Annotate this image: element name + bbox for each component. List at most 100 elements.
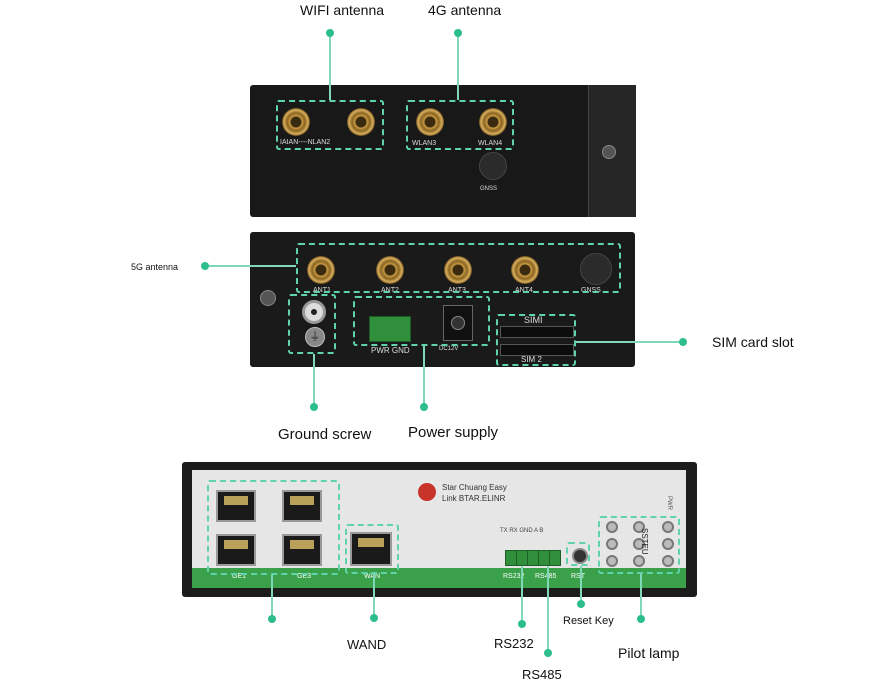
reset-key-label: Reset Key	[563, 615, 614, 627]
dc12v-label: DC12V	[439, 346, 459, 352]
power-supply-highlight	[353, 296, 490, 346]
rst-label: RST	[571, 573, 585, 580]
rs485-leader	[547, 566, 549, 652]
ground-screw-highlight	[288, 294, 336, 354]
ground-screw-dot	[310, 403, 318, 411]
rs232-label: RS232	[494, 636, 534, 651]
wifi-antenna-label: WIFI antenna	[300, 2, 385, 18]
wand-leader	[373, 574, 375, 618]
ground-symbol-icon: ⏚	[305, 327, 325, 347]
wan-port	[350, 532, 392, 566]
pwr-gnd-label: PWR GND	[371, 346, 410, 355]
pilot-lamp-dot	[637, 615, 645, 623]
pilot-lamp-label: Pilot lamp	[618, 645, 680, 661]
5g-antenna-leader	[208, 265, 296, 267]
sim2-slot	[500, 344, 574, 356]
led-6	[633, 555, 645, 567]
sim-card-label: SIM card slot	[712, 334, 794, 350]
led-8	[662, 538, 674, 550]
gnss-middle-label: GNSS	[581, 287, 601, 294]
ant1-label: ANT1	[313, 287, 331, 294]
led-3	[606, 555, 618, 567]
ge-port-4	[282, 534, 322, 566]
ant4-connector	[511, 256, 539, 284]
wlan3-label: WLAN3	[412, 140, 437, 147]
device-top-panel	[250, 85, 636, 217]
ground-jack-hole	[311, 309, 317, 315]
pwr-led-label: PWR	[666, 496, 672, 510]
gnss-top-label: GNSS	[480, 186, 498, 192]
reset-key-leader	[580, 566, 582, 604]
gnss-middle-connector	[580, 253, 612, 285]
rs232-port-label: RS232	[503, 573, 525, 580]
reset-button[interactable]	[572, 548, 588, 564]
ground-screw-leader	[313, 354, 315, 406]
ge1-label: GE1	[232, 573, 247, 580]
wan-port-highlight	[345, 524, 399, 574]
power-supply-label: Power supply	[408, 424, 499, 441]
power-supply-dot	[420, 403, 428, 411]
brand-line-2: Link BTAR.ELINR	[442, 494, 506, 503]
ge-port-2	[216, 534, 256, 566]
brand-logo-icon	[418, 483, 436, 501]
wlan12-label: IAIAN----NLAN2	[280, 139, 331, 146]
rs485-port-label: RS485	[535, 573, 557, 580]
4g-antenna-label: 4G antenna	[428, 2, 502, 18]
reset-key-highlight	[566, 542, 590, 566]
sim1-slot	[500, 326, 574, 338]
wand-dot	[370, 614, 378, 622]
ant2-connector	[376, 256, 404, 284]
sim1-label: SIMI	[524, 315, 543, 325]
led-4	[633, 521, 645, 533]
middle-left-screw	[260, 290, 276, 306]
wlan4-label: WLAN4	[478, 140, 503, 147]
rs485-terminal-2	[549, 550, 561, 566]
ant2-label: ANT2	[381, 287, 399, 294]
4g-antenna-leader	[457, 33, 459, 100]
ge3-label: GE3	[297, 573, 312, 580]
reset-key-dot	[577, 600, 585, 608]
pilot-lamp-leader	[640, 574, 642, 618]
ant1-connector	[307, 256, 335, 284]
device-front-faceplate	[192, 470, 686, 570]
5g-antenna-dot	[201, 262, 209, 270]
ge-ports-dot	[268, 615, 276, 623]
power-supply-leader	[423, 346, 425, 406]
ge-port-1	[216, 490, 256, 522]
5g-antenna-label: 5G antenna	[131, 262, 179, 272]
5g-antenna-highlight	[296, 243, 621, 293]
wlan3-connector	[416, 108, 444, 136]
led-9	[662, 555, 674, 567]
4g-antenna-dot	[454, 29, 462, 37]
wifi-antenna-leader	[329, 33, 331, 100]
dc-jack	[443, 305, 473, 341]
rs485-label: RS485	[522, 667, 562, 682]
rs232-dot	[518, 620, 526, 628]
ground-jack	[302, 300, 326, 324]
wifi-antenna-highlight	[276, 100, 384, 150]
ssteu-label: SSTEU	[640, 528, 649, 555]
terminal-pin-labels: TX RX GND A B	[500, 528, 544, 534]
wand-label: WAND	[347, 637, 387, 652]
wlan4-connector	[479, 108, 507, 136]
led-1	[606, 521, 618, 533]
rs485-dot	[544, 649, 552, 657]
sim-card-dot	[679, 338, 687, 346]
ge-port-3	[282, 490, 322, 522]
wan-port-label: WAN	[364, 573, 380, 580]
ant4-label: ANT4	[515, 287, 533, 294]
device-top-screw	[602, 145, 616, 159]
pilot-lamp-highlight	[598, 516, 680, 574]
led-2	[606, 538, 618, 550]
sim-card-highlight	[496, 314, 576, 366]
power-terminal	[369, 316, 411, 342]
led-5	[633, 538, 645, 550]
ant3-connector	[444, 256, 472, 284]
gnss-top-connector	[479, 152, 507, 180]
ge-ports-highlight	[207, 480, 340, 575]
ground-screw-label: Ground screw	[278, 426, 372, 443]
brand-line-1: Star Chuang Easy	[442, 483, 507, 492]
rs232-leader	[521, 566, 523, 622]
4g-antenna-highlight	[406, 100, 514, 150]
wifi-antenna-dot	[326, 29, 334, 37]
